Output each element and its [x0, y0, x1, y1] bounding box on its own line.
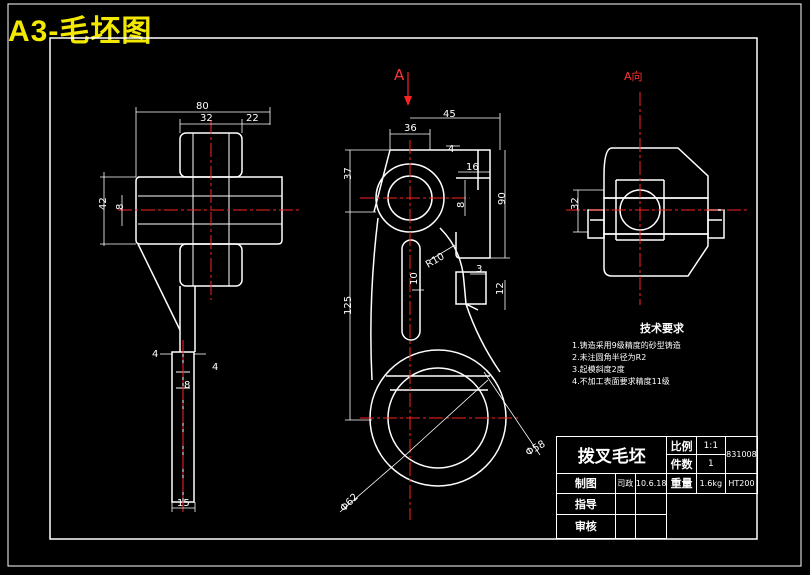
- dim-8-bottom: 8: [184, 380, 190, 391]
- outer-border: [7, 3, 802, 567]
- page-title: A3-毛坯图: [8, 15, 153, 48]
- guide-label: 指导: [556, 493, 616, 515]
- weight-value: 1.6kg: [695, 472, 726, 495]
- dim-22: 22: [246, 113, 259, 124]
- drawn-date: 10.6.18: [634, 472, 668, 495]
- drawn-label: 制图: [556, 472, 616, 495]
- scale-value: 1:1: [695, 435, 726, 456]
- qty-label: 件数: [666, 454, 697, 474]
- dim-3: 3: [476, 264, 482, 275]
- technical-requirements: 技术要求 1.铸造采用9级精度的砂型铸造 2.未注圆角半径为R2 3.起模斜度2…: [572, 320, 782, 388]
- dim-45: 45: [443, 109, 456, 120]
- scale-label: 比例: [666, 435, 697, 456]
- material: HT200: [724, 472, 759, 495]
- dim-32: 32: [200, 113, 213, 124]
- dim-125: 125: [343, 296, 354, 315]
- requirement-item: 4.不加工表面要求精度11级: [572, 377, 670, 386]
- dim-8-front: 8: [115, 204, 126, 210]
- drawing-number: 831008: [724, 436, 759, 474]
- qty-value: 1: [695, 454, 726, 474]
- dim-16: 16: [466, 162, 479, 173]
- dim-phi58: Φ58: [524, 439, 547, 459]
- dim-10: 10: [409, 272, 420, 285]
- drawn-by: 司政: [614, 472, 636, 495]
- dim-36: 36: [404, 123, 417, 134]
- dim-37: 37: [343, 167, 354, 180]
- dim-r10: R10: [424, 251, 447, 270]
- weight-label: 重量: [666, 472, 697, 495]
- technical-requirements-heading: 技术要求: [640, 322, 684, 335]
- dim-42: 42: [98, 197, 109, 210]
- requirement-item: 2.未注圆角半径为R2: [572, 353, 647, 362]
- section-marker: A: [394, 66, 405, 84]
- dim-8-section: 8: [456, 202, 467, 208]
- dim-80: 80: [196, 101, 209, 112]
- dim-12: 12: [495, 282, 506, 295]
- view-a: [587, 147, 725, 277]
- inner-border: [49, 37, 758, 540]
- dim-32-view-a: 32: [570, 197, 581, 210]
- part-name: 拨叉毛坯: [555, 436, 668, 474]
- dim-4-right: 4: [212, 362, 218, 373]
- dim-4-section: 4: [448, 144, 454, 155]
- dim-4-left: 4: [152, 349, 158, 360]
- view-a-label: A向: [624, 69, 643, 83]
- title-block: 拨叉毛坯 比例 1:1 831008 件数 1 制图 司政 10.6.18 重量…: [555, 435, 759, 539]
- dim-15: 15: [177, 498, 190, 509]
- dim-90: 90: [497, 192, 508, 205]
- front-view: [135, 132, 283, 503]
- dim-phi62: Φ62: [338, 492, 360, 514]
- requirement-item: 1.铸造采用9级精度的砂型铸造: [572, 341, 681, 350]
- requirement-item: 3.起模斜度2度: [572, 365, 625, 374]
- section-view: [369, 149, 507, 487]
- review-label: 审核: [556, 513, 616, 539]
